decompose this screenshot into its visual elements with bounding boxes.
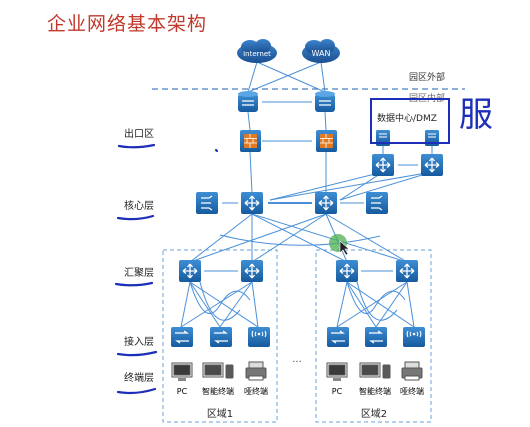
- egress-router-2-icon: [315, 91, 335, 112]
- smart-terminal-1-icon: [202, 362, 234, 379]
- access-switch-2b-icon: [365, 327, 387, 347]
- agg-switch-1b-icon: [241, 260, 263, 282]
- layer-core-label: 核心层: [124, 199, 154, 212]
- dmz-switch-2-icon: [421, 154, 443, 176]
- core-switch-1-icon: [241, 192, 263, 214]
- dumb-terminal-2-icon: [401, 361, 423, 381]
- firewall-2-icon: [316, 130, 337, 152]
- dumb-label-2: 哑终端: [400, 386, 424, 396]
- pc-2-icon: [326, 362, 348, 381]
- smart-label-1: 智能终端: [202, 386, 234, 396]
- zone2-box: [315, 249, 432, 423]
- core-side-appliance-right-icon: [366, 192, 388, 214]
- wireless-ap-2-icon: [403, 327, 425, 347]
- outside-label: 园区外部: [409, 71, 445, 83]
- internet-label: Internet: [243, 50, 271, 58]
- layer-access-label: 接入层: [124, 335, 154, 348]
- layer-aggregation-label: 汇聚层: [124, 266, 154, 279]
- zone2-label: 区域2: [361, 407, 387, 420]
- access-switch-1a-icon: [171, 327, 193, 347]
- layer-terminal-label: 终端层: [124, 371, 154, 384]
- agg-switch-2a-icon: [336, 260, 358, 282]
- core-switch-2-icon: [315, 192, 337, 214]
- pc-1-icon: [171, 362, 193, 381]
- agg-switch-2b-icon: [396, 260, 418, 282]
- dmz-label: 数据中心/DMZ: [377, 112, 437, 124]
- dumb-terminal-1-icon: [245, 361, 267, 381]
- page-title: 企业网络基本架构: [47, 13, 208, 35]
- access-switch-2a-icon: [327, 327, 349, 347]
- links: [180, 61, 433, 328]
- dumb-label-1: 哑终端: [244, 386, 268, 396]
- handwritten-note: 服: [459, 95, 493, 135]
- layer-egress-label: 出口区: [124, 127, 154, 140]
- pen-annotations: [114, 143, 219, 395]
- wireless-ap-1-icon: [248, 327, 270, 347]
- pc-label-2: PC: [332, 387, 343, 396]
- agg-switch-1a-icon: [179, 260, 201, 282]
- wan-cloud: WAN: [302, 39, 340, 63]
- dmz-switch-1-icon: [372, 154, 394, 176]
- firewall-1-icon: [240, 130, 261, 152]
- mouse-cursor-icon: [339, 240, 350, 256]
- ellipsis: ...: [292, 354, 302, 365]
- egress-router-1-icon: [238, 91, 258, 112]
- zone1-label: 区域1: [207, 407, 233, 420]
- pc-label-1: PC: [177, 387, 188, 396]
- dmz-highlight-box: [370, 98, 450, 144]
- core-side-appliance-left-icon: [196, 192, 218, 214]
- smart-terminal-2-icon: [359, 362, 391, 379]
- smart-label-2: 智能终端: [359, 386, 391, 396]
- zone1-box: [162, 249, 278, 423]
- wan-label: WAN: [312, 49, 331, 58]
- internet-cloud: Internet: [237, 39, 277, 63]
- access-switch-1b-icon: [210, 327, 232, 347]
